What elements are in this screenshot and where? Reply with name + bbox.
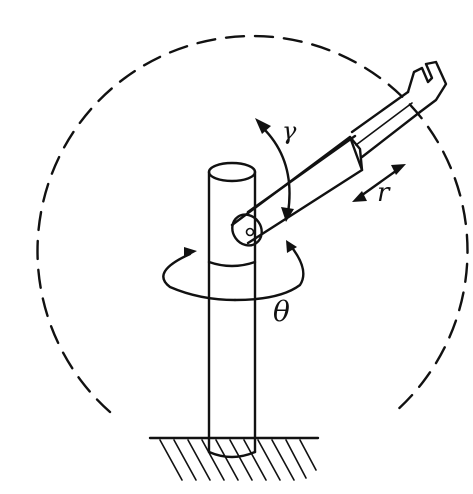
extension-label: r — [377, 178, 391, 208]
elevation-arrow — [255, 118, 294, 222]
pivot-joint — [231, 213, 263, 247]
extension-bottom-edge — [360, 110, 422, 159]
elevation-angle-label: γ — [282, 117, 297, 145]
column-top-ellipse — [207, 161, 257, 183]
ground-hatching — [159, 439, 317, 481]
arm-body — [230, 135, 364, 245]
arm-end-face — [348, 135, 364, 172]
column-band-curve — [207, 260, 257, 268]
extension-middle-line — [355, 102, 413, 146]
rotation-arrow — [162, 240, 305, 302]
rotation-angle-label: θ — [273, 295, 290, 328]
ground-base — [148, 436, 320, 481]
robot-arm — [230, 60, 448, 247]
extension-top-edge — [350, 90, 410, 134]
column-bottom-curve — [207, 450, 257, 459]
gripper — [406, 60, 448, 114]
vertical-column — [207, 161, 257, 459]
arm-top-edge — [246, 134, 357, 214]
extension-arrow — [352, 164, 406, 202]
work-envelope-circle — [36, 34, 469, 414]
pivot-pin — [245, 227, 255, 237]
